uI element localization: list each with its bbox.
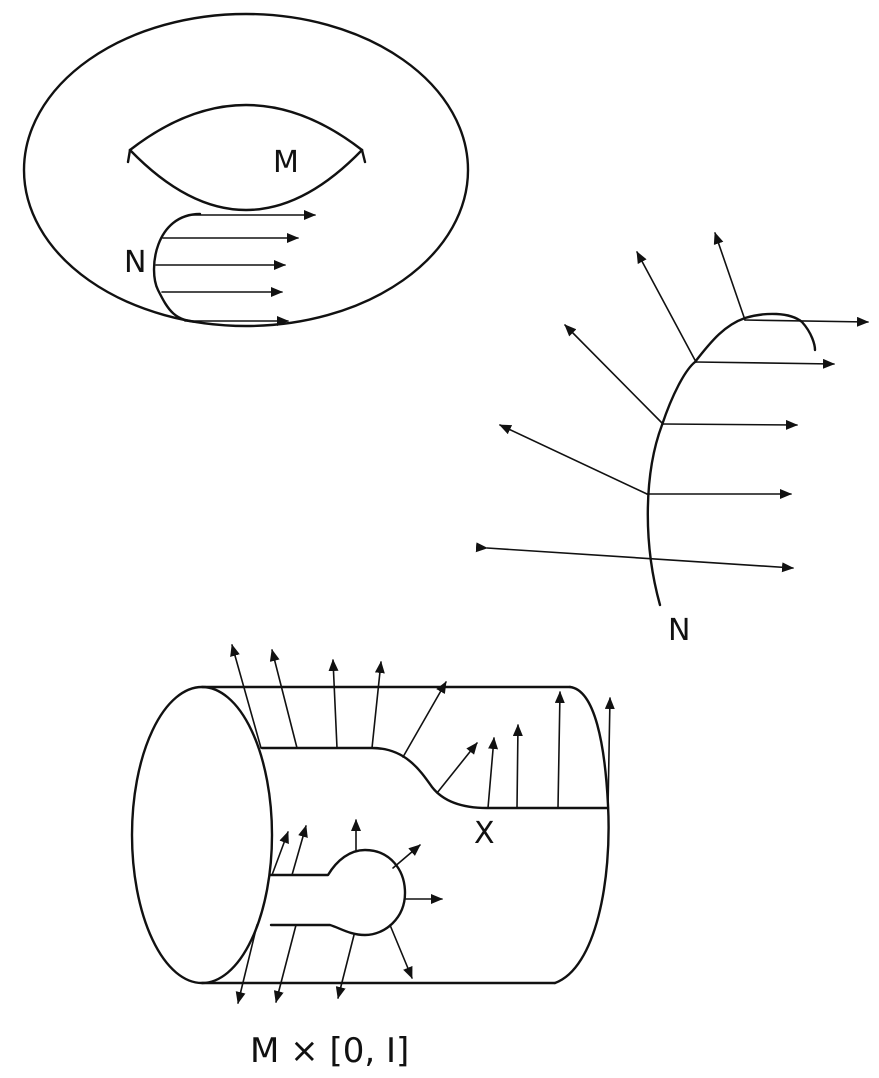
torus-hole-lower-arc (128, 148, 364, 212)
region-x-upper-boundary (260, 746, 610, 810)
vector-arrow (487, 737, 499, 809)
curve-label-n: N (668, 613, 690, 648)
curve-vector-field (475, 232, 869, 573)
vector-arrow (436, 742, 478, 794)
torus-outer-boundary (22, 12, 470, 328)
vector-arrow (604, 697, 615, 809)
cylinder-label-x: X (474, 816, 495, 851)
curve-n (646, 312, 817, 607)
cylinder-left-cap (130, 685, 274, 985)
torus-figure: M N (22, 12, 470, 328)
torus-label-m: M (273, 145, 299, 180)
vector-arrow (273, 924, 297, 1003)
curve-figure: N (475, 232, 869, 648)
vector-arrow (499, 424, 648, 495)
cylinder-figure: X M × [0, I] (130, 644, 615, 1071)
vector-arrow (335, 934, 355, 999)
torus-hole-right-tick (360, 148, 367, 164)
cylinder-right-end (553, 685, 610, 985)
cylinder-vector-field (230, 644, 615, 1004)
vector-arrow (512, 724, 523, 809)
vector-arrow (402, 681, 447, 758)
vector-arrow (475, 542, 794, 573)
torus-vector-field (155, 210, 316, 326)
vector-arrow (271, 831, 289, 876)
torus-hole-upper-arc (128, 103, 364, 152)
vector-arrow (636, 251, 697, 363)
vector-arrow (291, 825, 308, 876)
cylinder-caption: M × [0, I] (250, 1031, 409, 1071)
vector-arrow (564, 324, 664, 425)
torus-label-n: N (124, 245, 146, 280)
vector-arrow (230, 644, 262, 749)
vector-arrow (695, 358, 835, 369)
region-x-handle-boundary (268, 848, 407, 937)
torus-hole-left-tick (126, 148, 132, 164)
vector-arrow (744, 316, 869, 327)
vector-arrow (371, 661, 385, 749)
vector-arrow (662, 419, 798, 430)
vector-arrow (392, 844, 421, 869)
vector-arrow (713, 232, 746, 321)
vector-arrow (554, 691, 565, 809)
vector-arrow (389, 924, 413, 979)
vector-arrow (269, 649, 298, 749)
vector-arrow (328, 659, 339, 749)
region-n-boundary (152, 212, 202, 324)
vector-arrow (235, 924, 258, 1004)
